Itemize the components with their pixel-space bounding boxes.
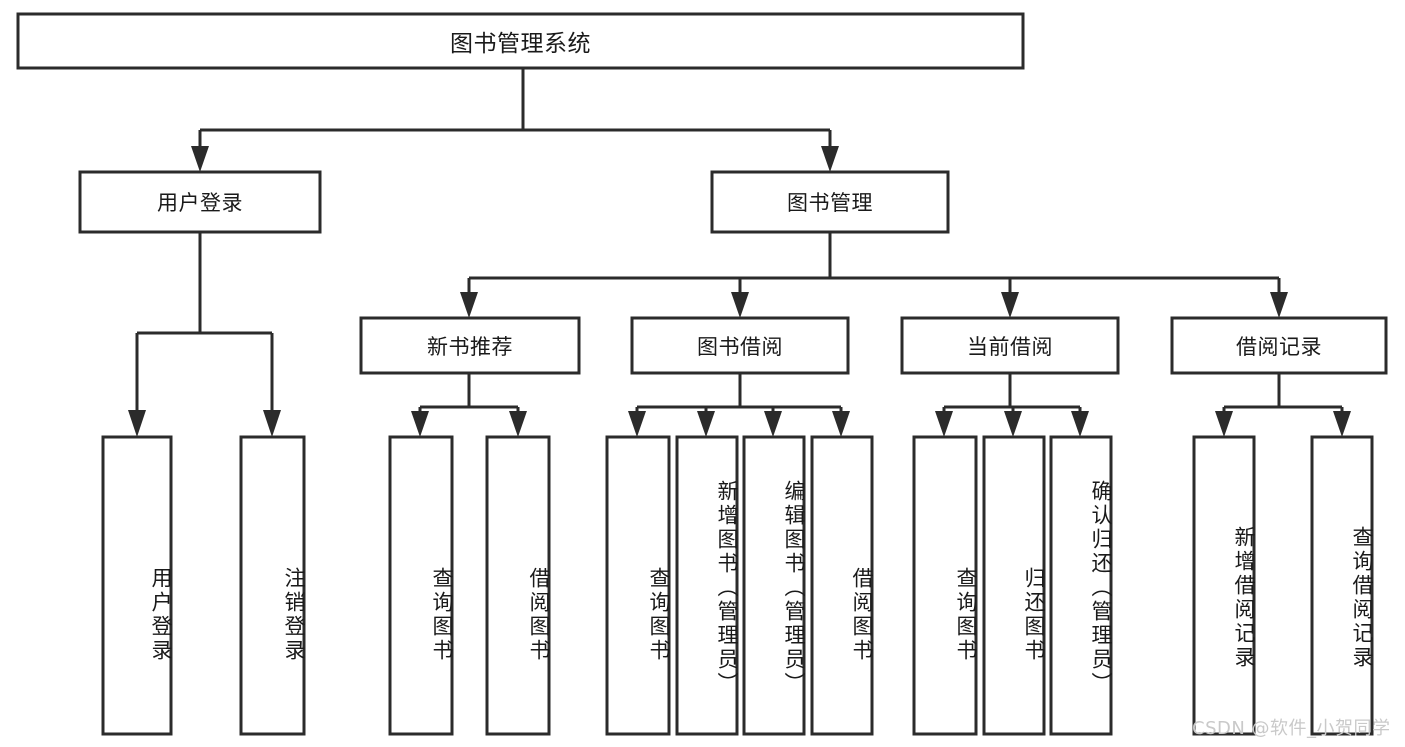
edge-book-borrow-to-leaves	[628, 373, 850, 437]
node-current-borrow[interactable]	[900, 316, 1120, 375]
node-leaf-query-book-2[interactable]	[605, 435, 671, 736]
node-leaf-user-logout[interactable]	[239, 435, 306, 736]
arrowhead-leaf-query-book-1	[411, 411, 429, 437]
node-leaf-user-login[interactable]	[101, 435, 173, 736]
arrowhead-leaf-query-book-3	[935, 411, 953, 437]
node-leaf-add-book[interactable]	[675, 435, 739, 736]
arrowhead-leaf-confirm-return	[1071, 411, 1089, 437]
node-leaf-query-book-3[interactable]	[912, 435, 978, 736]
edge-current-borrow-to-leaves	[935, 373, 1089, 437]
node-leaf-add-record[interactable]	[1192, 435, 1256, 736]
arrowhead-leaf-query-record	[1333, 411, 1351, 437]
arrowhead-leaf-user-login	[128, 410, 146, 437]
arrowhead-borrow-record	[1270, 292, 1288, 318]
arrowhead-leaf-add-record	[1215, 411, 1233, 437]
edge-borrow-record-to-leaves	[1215, 373, 1351, 437]
arrowhead-leaf-borrow-book-1	[509, 411, 527, 437]
arrowhead-leaf-query-book-2	[628, 411, 646, 437]
edge-root-to-level2	[191, 68, 839, 172]
edge-new-book-recommend-to-leaves	[411, 373, 527, 437]
arrowhead-user-login	[191, 146, 209, 172]
arrowhead-leaf-return-book	[1004, 411, 1022, 437]
arrowhead-leaf-user-logout	[263, 410, 281, 437]
edge-book-manage-to-level3	[460, 232, 1288, 318]
node-borrow-record[interactable]	[1170, 316, 1388, 375]
arrowhead-book-borrow	[731, 292, 749, 318]
edge-user-login-to-leaves	[128, 232, 281, 437]
node-leaf-borrow-book-1[interactable]	[485, 435, 551, 736]
arrowhead-leaf-edit-book	[764, 411, 782, 437]
arrowhead-leaf-add-book	[697, 411, 715, 437]
node-leaf-query-record[interactable]	[1310, 435, 1374, 736]
node-user-login[interactable]	[78, 170, 322, 234]
arrowhead-current-borrow	[1001, 292, 1019, 318]
node-new-book-recommend[interactable]	[359, 316, 581, 375]
node-book-manage[interactable]	[710, 170, 950, 234]
node-root[interactable]	[16, 12, 1025, 70]
arrowhead-new-book-recommend	[460, 292, 478, 318]
node-book-borrow[interactable]	[630, 316, 850, 375]
arrowhead-book-manage	[821, 146, 839, 172]
node-leaf-edit-book[interactable]	[742, 435, 806, 736]
node-leaf-return-book[interactable]	[982, 435, 1046, 736]
watermark: CSDN @软件_小贺同学	[1192, 718, 1391, 739]
node-leaf-confirm-return[interactable]	[1049, 435, 1113, 736]
node-leaf-borrow-book-2[interactable]	[810, 435, 874, 736]
node-leaf-query-book-1[interactable]	[388, 435, 454, 736]
arrowhead-leaf-borrow-book-2	[832, 411, 850, 437]
